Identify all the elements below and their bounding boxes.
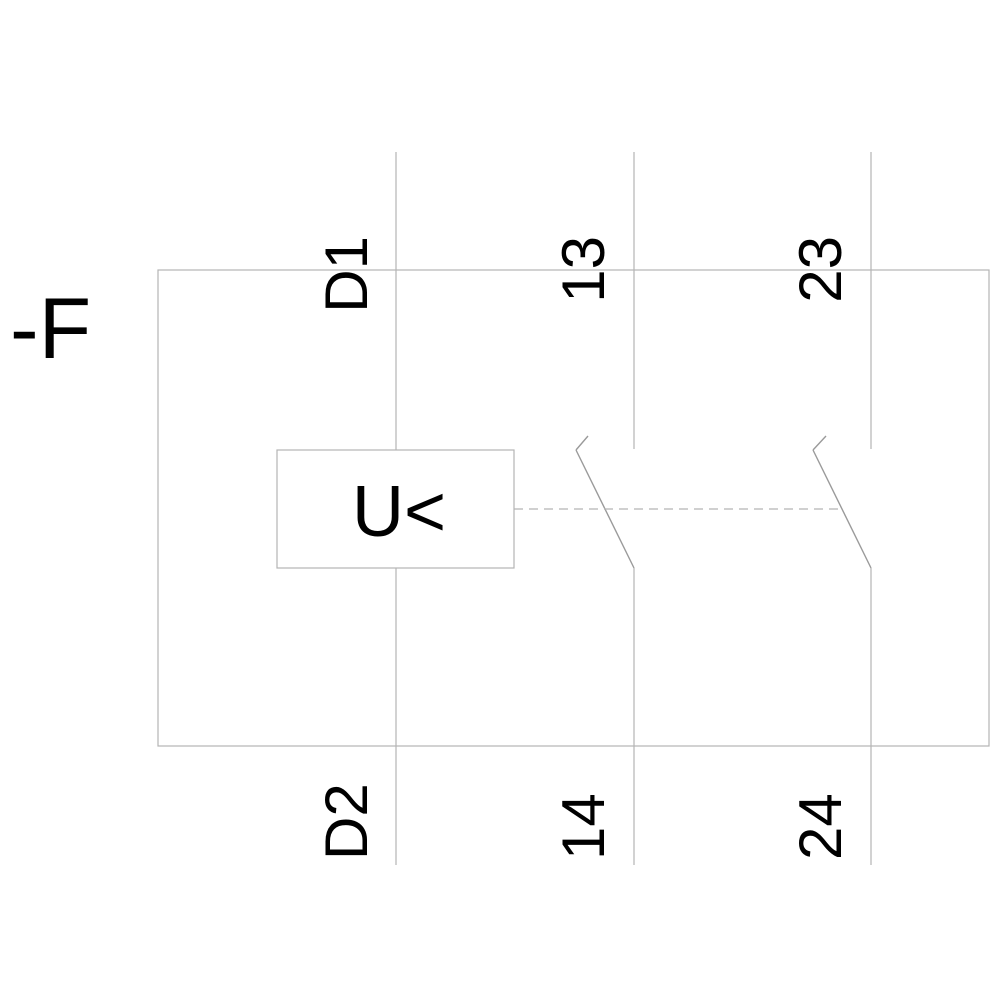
terminal-label-13: 13 [550,236,617,303]
contact2-blade [812,449,872,569]
contact1-blade-hook [575,435,589,451]
terminal-label-d1: D1 [313,236,380,313]
release-label: U< [352,472,446,552]
device-enclosure [157,269,990,747]
terminal-label-d2: D2 [313,783,380,860]
contact2-blade-hook [812,435,827,451]
terminal-label-23: 23 [787,236,854,303]
terminal-label-14: 14 [550,793,617,860]
device-label: -F [10,281,91,377]
terminal-label-24: 24 [787,793,854,860]
